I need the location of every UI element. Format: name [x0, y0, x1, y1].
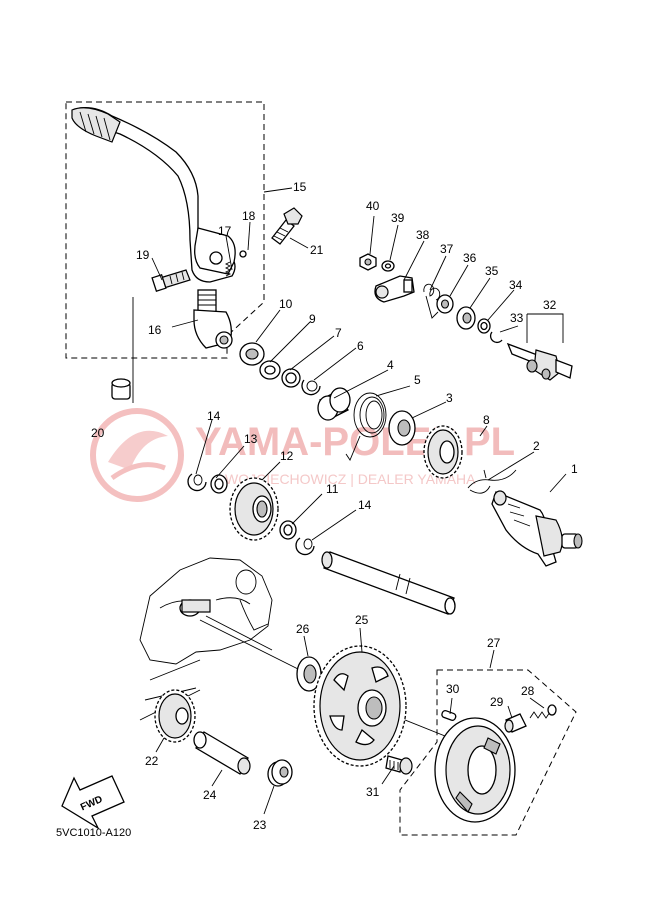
callout-5: 5 — [414, 373, 421, 387]
callout-labels: 1 2 3 4 5 6 7 8 9 10 11 12 13 14 14 15 1… — [91, 180, 578, 832]
part-14-circlip-upper — [187, 473, 207, 492]
part-17-spring — [224, 261, 232, 277]
part-4-bushing — [317, 387, 351, 421]
part-25-starter-wheel-gear — [313, 645, 407, 767]
callout-29: 29 — [490, 695, 504, 709]
part-34-washer — [477, 318, 491, 334]
part-27-one-way-clutch — [434, 717, 516, 823]
one-way-clutch-assembly-box — [399, 669, 577, 836]
part-33-circlip — [489, 331, 503, 344]
callout-20: 20 — [91, 426, 105, 440]
callout-34: 34 — [509, 278, 523, 292]
callout-27: 27 — [487, 636, 501, 650]
bracket-32 — [526, 313, 564, 343]
part-8-ratchet-wheel — [423, 425, 463, 479]
callout-30: 30 — [446, 682, 460, 696]
callout-24: 24 — [203, 788, 217, 802]
callout-2: 2 — [533, 439, 540, 453]
callout-1: 1 — [571, 462, 578, 476]
part-32-shaft — [506, 342, 573, 381]
part-1-kick-axle — [491, 490, 583, 567]
callout-18: 18 — [242, 209, 256, 223]
part-24-shaft — [193, 731, 251, 775]
callout-35: 35 — [485, 264, 499, 278]
callout-6: 6 — [357, 339, 364, 353]
part-23-bushing — [267, 759, 293, 787]
diagram-code: 5VC1010-A120 — [56, 827, 131, 839]
part-13-washer — [210, 474, 228, 494]
dealer-logo-icon — [90, 408, 184, 502]
part-31-bolt — [385, 755, 413, 775]
callout-8: 8 — [483, 413, 490, 427]
callout-32: 32 — [543, 298, 557, 312]
callout-31: 31 — [366, 785, 380, 799]
callout-9: 9 — [309, 312, 316, 326]
part-21-bolt — [271, 207, 303, 245]
callout-39: 39 — [391, 211, 405, 225]
callout-14-lower: 14 — [358, 498, 372, 512]
part-16-kick-boss — [193, 289, 233, 349]
callout-22: 22 — [145, 754, 159, 768]
part-9-washer — [259, 360, 281, 380]
part-18-ball — [239, 250, 247, 258]
callout-17: 17 — [218, 224, 232, 238]
kick-crank-assembly-box — [65, 101, 265, 359]
part-6-circlip — [301, 379, 321, 396]
callout-26: 26 — [296, 622, 310, 636]
part-5-torsion-spring — [345, 392, 387, 461]
part-40-nut — [359, 253, 377, 271]
part-36-washer — [436, 294, 454, 314]
callout-38: 38 — [416, 228, 430, 242]
crankcase-fragment — [139, 557, 273, 721]
fwd-arrow-icon: FWD — [61, 775, 125, 830]
callout-21: 21 — [310, 243, 324, 257]
watermark-subtitle: WOJCIECHOWICZ | DEALER YAMAHA — [225, 471, 476, 487]
callout-10: 10 — [279, 297, 293, 311]
part-29-spring-cap — [504, 713, 527, 733]
part-38-lever — [374, 275, 415, 303]
part-19-bolt — [151, 269, 191, 293]
callout-23: 23 — [253, 818, 267, 832]
part-3-washer — [388, 410, 416, 446]
part-37-spring — [423, 283, 441, 319]
callout-36: 36 — [463, 251, 477, 265]
callout-19: 19 — [136, 248, 150, 262]
part-39-washer — [381, 260, 395, 272]
callout-13: 13 — [244, 432, 258, 446]
callout-33: 33 — [510, 311, 524, 325]
kick-crank-lever — [71, 107, 236, 283]
callout-11: 11 — [326, 482, 339, 496]
part-11-washer — [279, 520, 297, 540]
callout-40: 40 — [366, 199, 380, 213]
part-22-idle-gear — [154, 689, 196, 743]
part-12-kick-idle-gear — [229, 477, 279, 541]
dealer-watermark: YAMA-POLEP.PL WOJCIECHOWICZ | DEALER YAM… — [90, 408, 515, 502]
callout-7: 7 — [335, 326, 342, 340]
part-14-circlip-lower — [295, 537, 315, 556]
callout-4: 4 — [387, 358, 394, 372]
callout-3: 3 — [446, 391, 453, 405]
part-20-collar — [111, 378, 131, 400]
part-30-pin — [441, 709, 457, 721]
part-7-washer — [281, 368, 301, 388]
callout-12: 12 — [280, 449, 294, 463]
callout-37: 37 — [440, 242, 454, 256]
callout-14-upper: 14 — [207, 409, 221, 423]
callout-25: 25 — [355, 613, 369, 627]
part-2-spring-clip — [467, 469, 517, 494]
part-26-washer — [296, 656, 322, 692]
part-10-washer — [239, 342, 265, 366]
part-28-spring — [529, 704, 557, 719]
watermark-brand: YAMA-POLEP.PL — [195, 420, 515, 464]
part-35-bushing — [456, 306, 476, 330]
callout-28: 28 — [521, 684, 535, 698]
callout-15: 15 — [293, 180, 307, 194]
main-shaft — [321, 551, 456, 615]
callout-16: 16 — [148, 323, 162, 337]
leader-lines — [151, 187, 567, 815]
